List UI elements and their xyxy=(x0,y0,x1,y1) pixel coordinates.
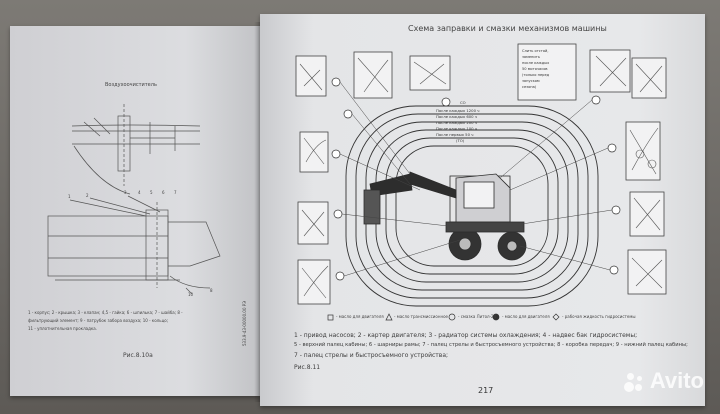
left-legend-line-2: фильтрующий элемент; 9 - патрубок забора… xyxy=(28,318,169,323)
left-vertical-code: 533.9-43-00000.00 РЭ xyxy=(242,301,247,346)
symbol-label-5: - рабочая жидкость гидросистемы xyxy=(562,314,636,319)
right-page: Схема заправки и смазки механизмов машин… xyxy=(260,14,705,406)
svg-text:50 моточасов: 50 моточасов xyxy=(522,67,548,71)
svg-text:5: 5 xyxy=(150,190,153,195)
svg-text:6: 6 xyxy=(162,190,165,195)
left-figure-caption: Рис.8.10a xyxy=(123,352,153,359)
svg-text:После каждых 200 ч: После каждых 200 ч xyxy=(436,120,477,125)
svg-text:после каждых: после каждых xyxy=(522,61,550,65)
left-legend-line-3: 11 - уплотнительная прокладка. xyxy=(28,326,97,331)
svg-text:4: 4 xyxy=(138,190,141,195)
svg-text:8: 8 xyxy=(210,288,213,293)
svg-text:3: 3 xyxy=(124,190,127,195)
left-heading: Воздухоочиститель xyxy=(105,82,157,88)
avito-watermark: Avito xyxy=(623,368,704,394)
svg-text:10: 10 xyxy=(188,292,194,297)
symbol-label-1: - масло для двигателя xyxy=(336,314,384,319)
open-manual: Воздухоочиститель xyxy=(10,14,705,406)
svg-text:(только перед: (только перед xyxy=(522,73,550,77)
right-legend-line-3: 7 - палец стрелы и быстросъемного устрой… xyxy=(294,352,449,359)
svg-text:заменить: заменить xyxy=(522,55,540,59)
svg-text:7: 7 xyxy=(174,190,177,195)
right-legend-line-2: 5 - верхний палец кабины; 6 - шарниры ра… xyxy=(294,342,688,348)
svg-text:2: 2 xyxy=(86,193,89,198)
air-cleaner-drawing: 1 2 3 4 5 6 7 10 8 xyxy=(47,104,221,297)
symbol-label-3: - смазка Литол-24 xyxy=(458,314,497,319)
left-legend-line-1: 1 - корпус; 2 - крышка; 3 - клапан; 4,5 … xyxy=(28,310,183,315)
svg-text:После каждых 100 ч: После каждых 100 ч xyxy=(436,126,477,131)
svg-text:После каждых 600 ч: После каждых 600 ч xyxy=(436,114,477,119)
svg-text:После каждых 1200 ч: После каждых 1200 ч xyxy=(436,108,479,113)
svg-text:СО: СО xyxy=(460,100,466,105)
svg-text:сезона): сезона) xyxy=(522,85,537,89)
left-page: Воздухоочиститель xyxy=(10,26,260,396)
svg-text:После первых 50 ч: После первых 50 ч xyxy=(436,132,473,137)
symbol-label-4: - масло для двигателя xyxy=(502,314,550,319)
svg-text:запуском: запуском xyxy=(522,79,540,83)
scheme-title: Схема заправки и смазки механизмов машин… xyxy=(408,24,607,33)
symbol-label-2: - масло трансмиссионное xyxy=(394,314,448,319)
lubrication-scheme: Слить отстой, заменить после каждых 50 м… xyxy=(295,43,667,321)
svg-text:1: 1 xyxy=(68,194,71,199)
right-legend-line-1: 1 - привод насосов; 2 - картер двигателя… xyxy=(294,332,638,339)
page-number: 217 xyxy=(478,386,494,395)
avito-brand-text: Avito xyxy=(649,368,704,393)
svg-text:Слить отстой,: Слить отстой, xyxy=(522,49,549,53)
svg-text:(ТО): (ТО) xyxy=(456,138,465,143)
avito-logo-icon xyxy=(623,370,646,392)
right-figure-caption: Рис.8.11 xyxy=(294,364,321,371)
